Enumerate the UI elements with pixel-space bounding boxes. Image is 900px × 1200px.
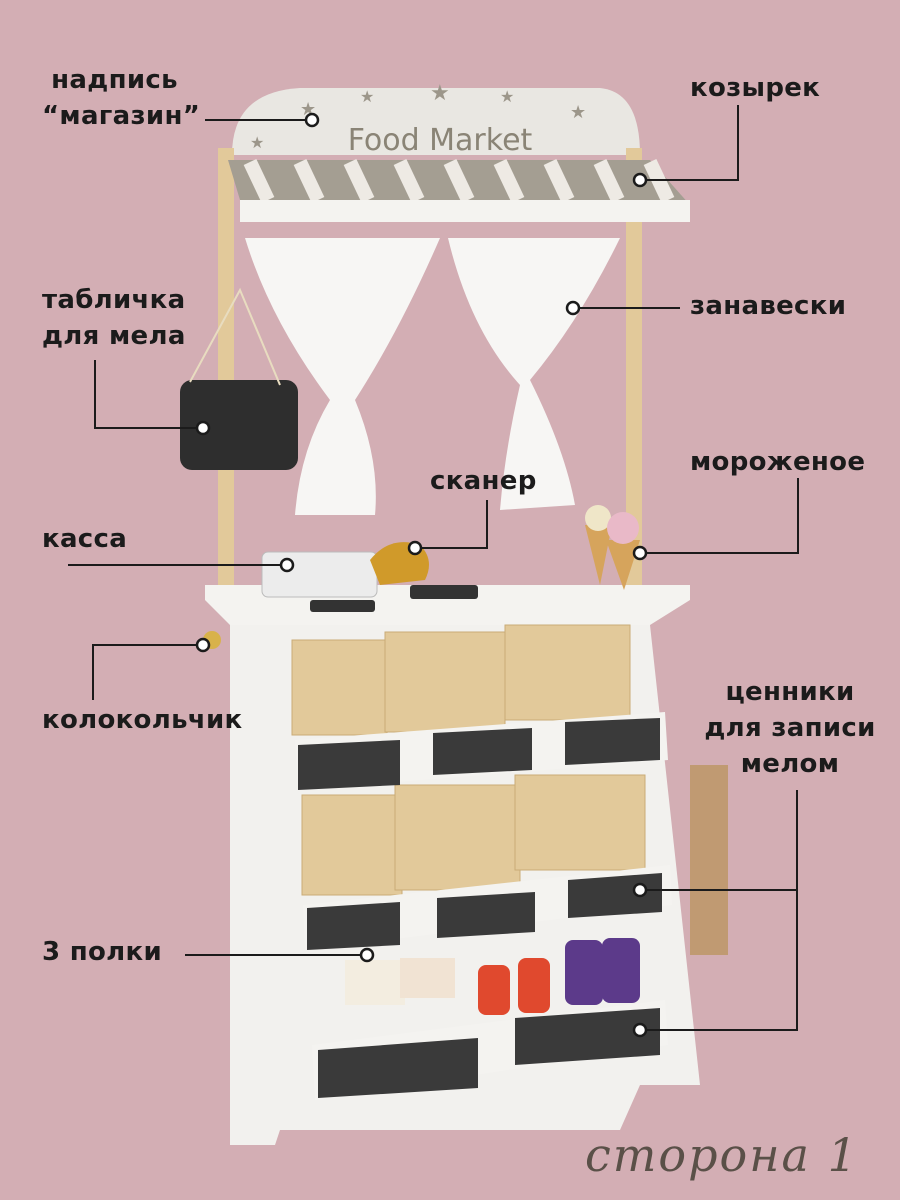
star-icons: ★★★ ★★★ bbox=[250, 81, 586, 152]
cash-register bbox=[261, 551, 378, 598]
label-ice-cream: мороженое bbox=[690, 447, 866, 477]
label-bell: колокольчик bbox=[42, 705, 243, 735]
goods-bottom-shelf bbox=[345, 938, 640, 1015]
awning-stripes bbox=[243, 159, 675, 203]
left-post bbox=[218, 148, 234, 608]
label-line: табличка bbox=[42, 285, 186, 315]
label-awning: козырек bbox=[690, 73, 821, 103]
leader-lines bbox=[68, 105, 799, 1031]
label-line: “магазин” bbox=[42, 101, 201, 131]
left-curtain bbox=[245, 238, 440, 515]
label-line: мелом bbox=[740, 749, 840, 779]
ice-cream-cone bbox=[585, 525, 612, 585]
awning-edge bbox=[240, 200, 690, 222]
label-scanner: сканер bbox=[430, 466, 537, 496]
label-curtains: занавески bbox=[690, 291, 847, 321]
crates bbox=[291, 624, 646, 896]
side-label: сторона 1 bbox=[585, 1128, 859, 1182]
shop-sign bbox=[232, 88, 640, 155]
label-line: для записи bbox=[704, 713, 876, 743]
svg-text:★: ★ bbox=[360, 87, 374, 106]
label-sign: надпись “магазин” bbox=[42, 62, 201, 134]
shop-sign-text: Food Market bbox=[348, 123, 533, 158]
svg-text:★: ★ bbox=[570, 102, 586, 123]
label-register: касса bbox=[42, 524, 128, 554]
right-post bbox=[626, 148, 642, 588]
label-shelves: 3 полки bbox=[42, 937, 162, 967]
chalkboard bbox=[180, 380, 298, 470]
svg-text:★: ★ bbox=[250, 133, 264, 152]
label-line: надпись bbox=[51, 65, 178, 95]
label-line: для мела bbox=[42, 321, 186, 351]
price-tags bbox=[298, 718, 662, 1098]
svg-text:★: ★ bbox=[430, 81, 450, 106]
callout-dots bbox=[195, 112, 648, 1038]
svg-text:★: ★ bbox=[500, 87, 514, 106]
label-price-tags: ценники для записи мелом bbox=[690, 674, 890, 782]
label-line: ценники bbox=[725, 677, 855, 707]
label-chalkboard: табличка для мела bbox=[42, 282, 186, 354]
paper-bag bbox=[690, 765, 728, 955]
